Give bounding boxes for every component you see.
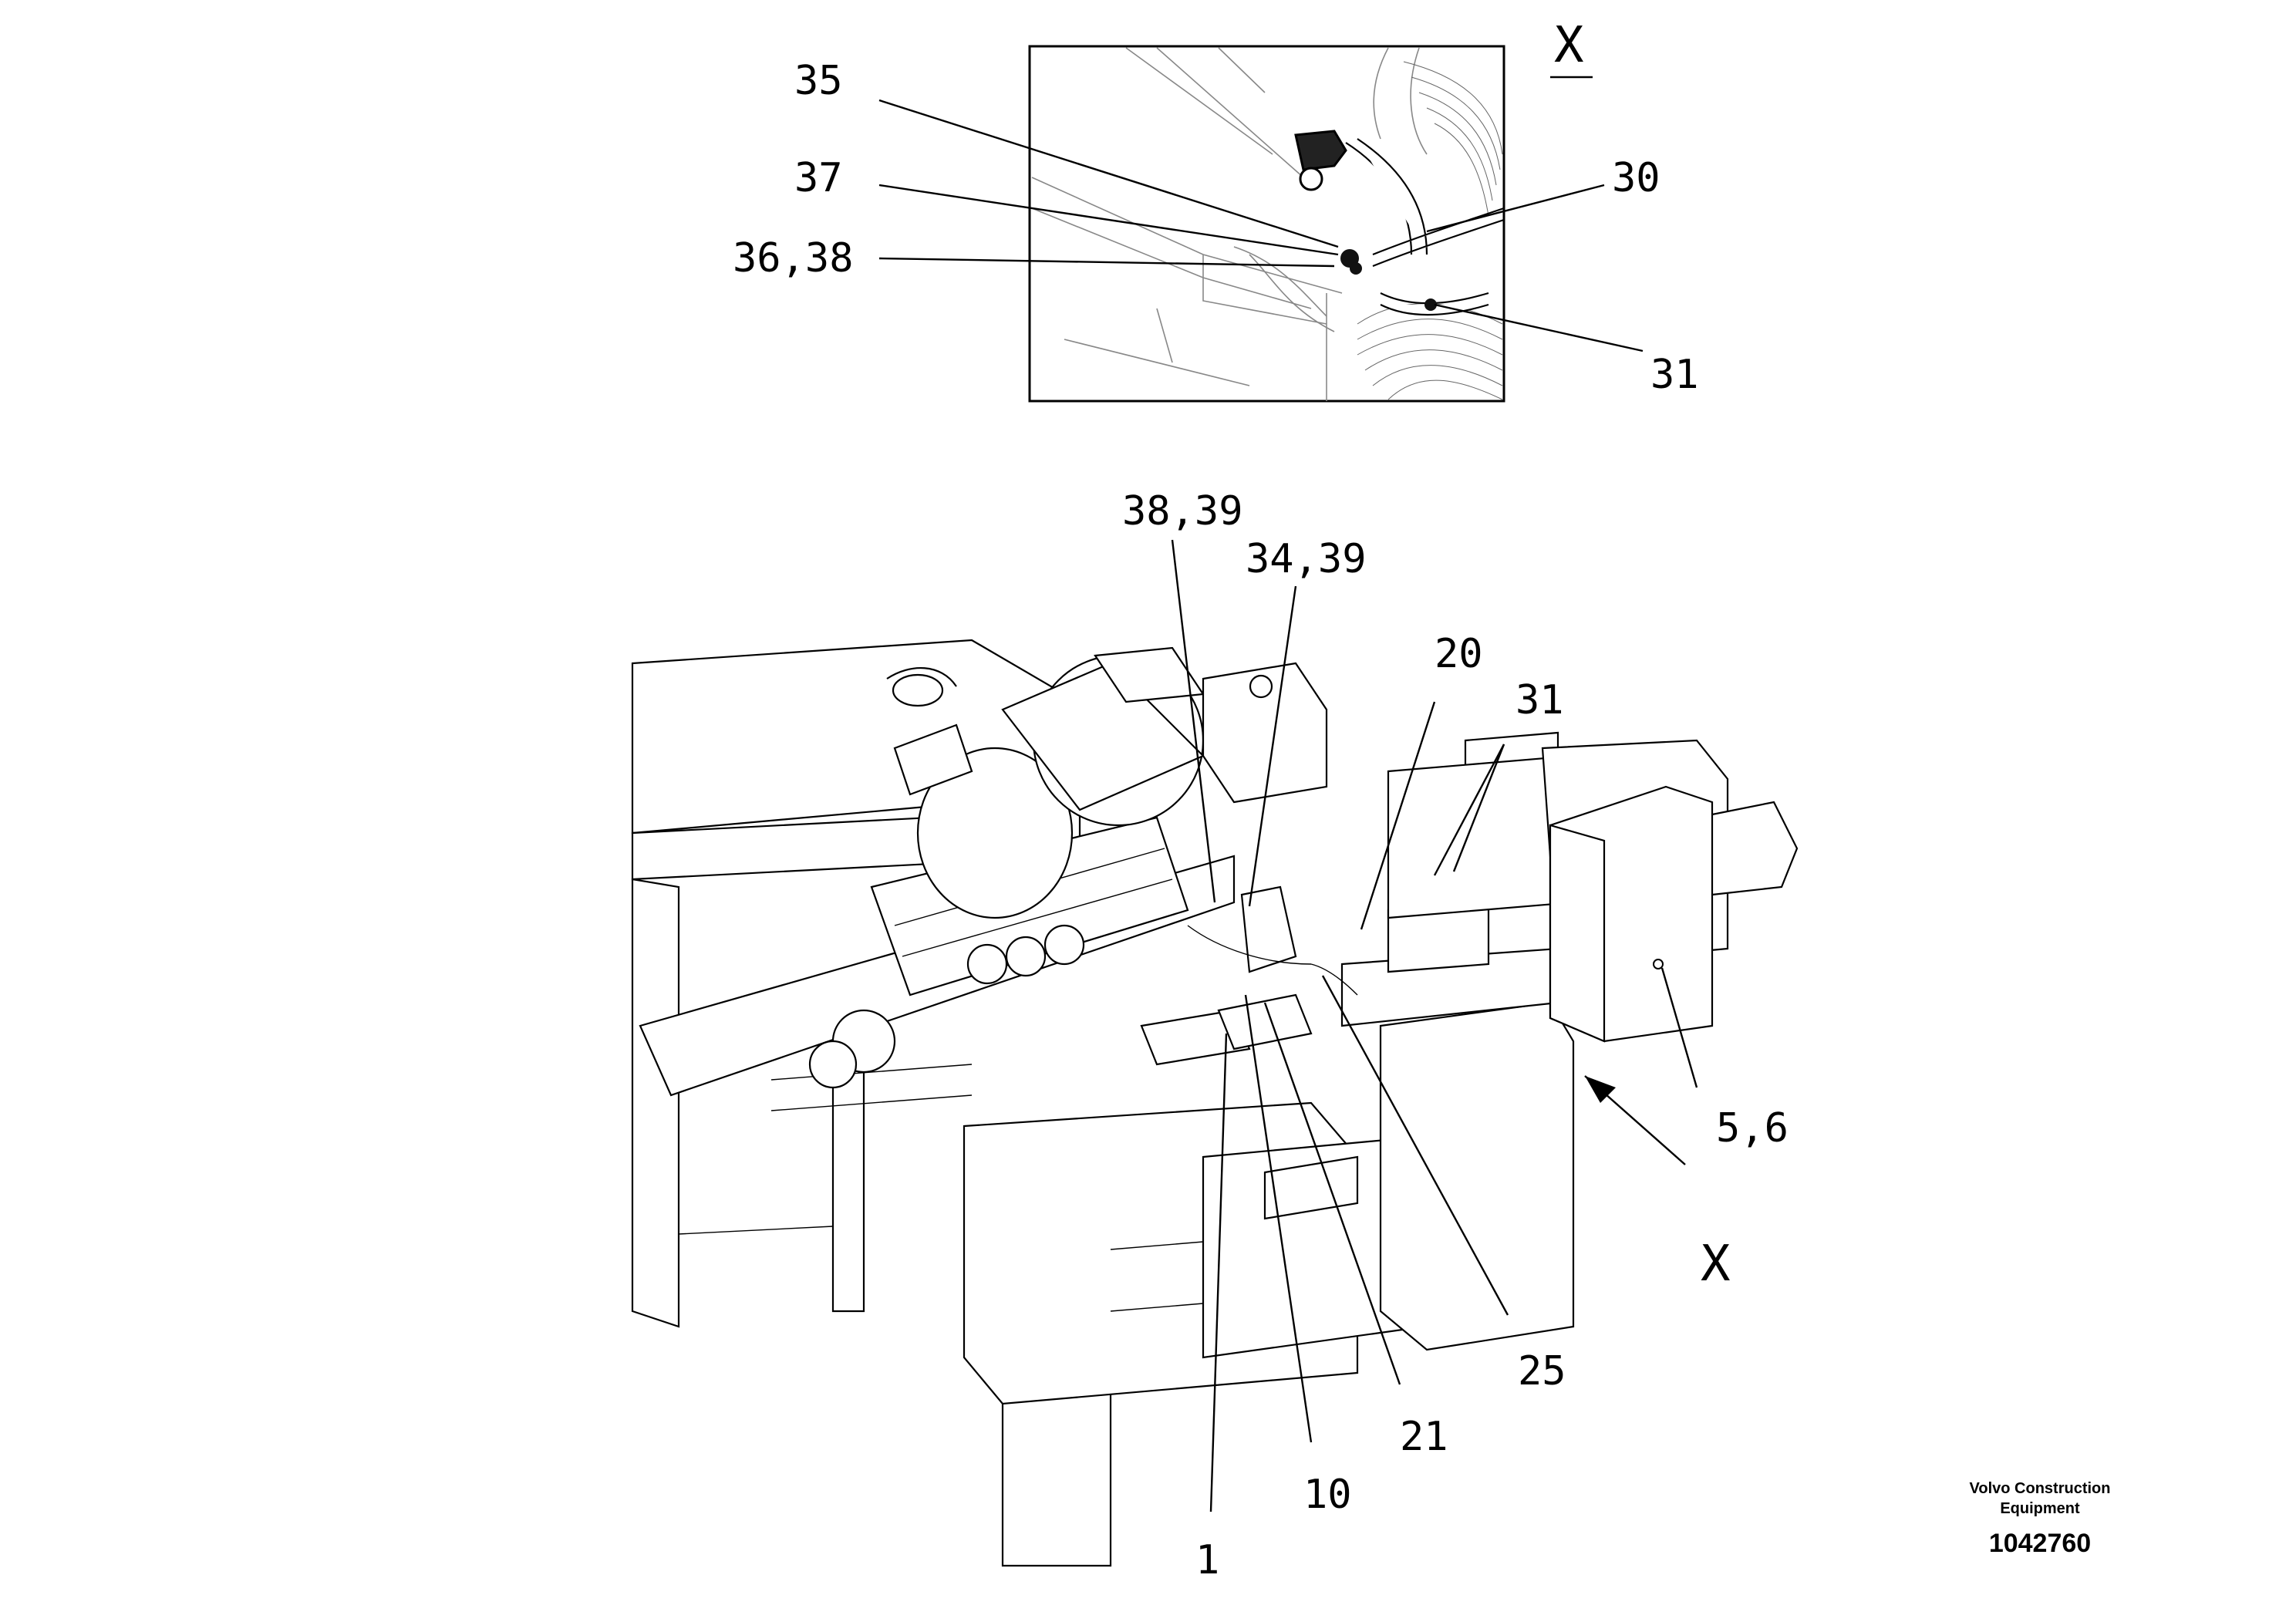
leader-31-main-a (1433, 744, 1505, 876)
callout-1: 1 (1195, 1537, 1219, 1583)
callout-38-39: 38,39 (1122, 488, 1243, 534)
detail-view-x: X 35 37 36,38 30 31 (733, 17, 1699, 403)
air-cleaner (886, 646, 1205, 919)
leader-1 (1209, 1033, 1228, 1512)
detail-background-structure (1031, 47, 1428, 401)
battery-area (1140, 885, 1358, 1066)
callout-30: 30 (1612, 155, 1660, 201)
leader-5-6 (1660, 967, 1698, 1088)
view-x-arrow (1584, 1075, 1686, 1165)
leader-21 (1263, 1002, 1401, 1385)
leader-38-39 (1171, 539, 1216, 903)
callout-36-38: 36,38 (733, 235, 854, 282)
callout-25: 25 (1518, 1348, 1566, 1394)
leader-25 (1321, 975, 1509, 1316)
leader-37 (878, 184, 1339, 256)
leader-35 (878, 99, 1339, 248)
detail-clamp-assembly (1294, 130, 1505, 316)
chassis-frame (631, 639, 1799, 1567)
callout-34-39: 34,39 (1246, 536, 1367, 582)
callout-5-6: 5,6 (1716, 1105, 1789, 1152)
brand-line-1: Volvo Construction (1970, 1480, 2111, 1497)
leader-31-detail (1434, 303, 1644, 352)
leader-20 (1360, 701, 1436, 930)
leader-31-main-b (1452, 744, 1505, 872)
leader-10 (1244, 994, 1313, 1443)
callout-21: 21 (1400, 1414, 1448, 1460)
expansion-tank (1202, 662, 1328, 804)
callout-20: 20 (1435, 631, 1483, 677)
callout-31-detail: 31 (1650, 352, 1699, 398)
callout-35: 35 (794, 58, 843, 104)
callout-31-main: 31 (1515, 677, 1564, 723)
leader-34-39 (1248, 585, 1297, 907)
electric-cabinet (1549, 785, 1714, 1043)
view-x-label: X (1701, 1236, 1731, 1293)
title-block: Volvo Construction Equipment 1042760 (1970, 1480, 2111, 1558)
callout-10: 10 (1303, 1472, 1352, 1518)
leader-36-38 (878, 257, 1335, 268)
leader-30 (1426, 184, 1605, 233)
detail-view-label: X (1554, 17, 1584, 74)
document-number: 1042760 (1989, 1529, 2091, 1558)
detail-nut (1299, 167, 1323, 191)
main-assembly-view: 38,39 34,39 20 31 5,6 X 25 21 10 1 (631, 488, 1799, 1583)
brand-line-2: Equipment (2000, 1500, 2080, 1517)
callout-37: 37 (794, 155, 843, 201)
